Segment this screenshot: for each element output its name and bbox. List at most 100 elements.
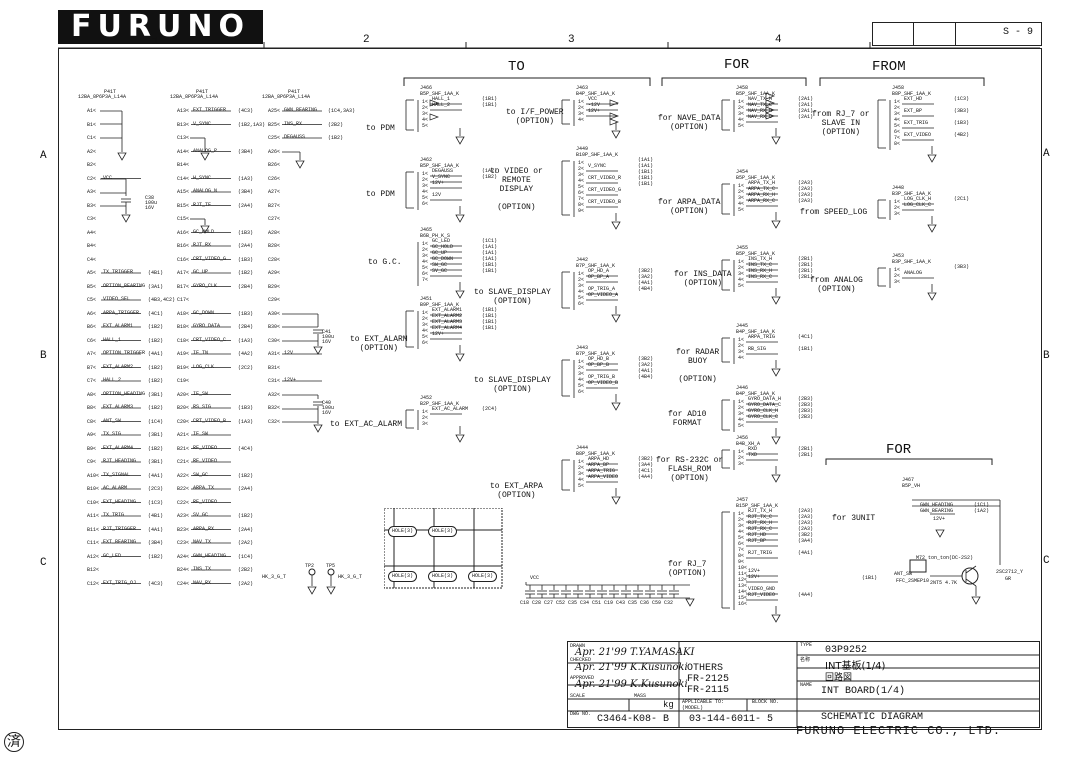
plug-pin: A21< — [177, 432, 190, 438]
ground-symbol — [611, 496, 621, 505]
pin-dest: (3A2) — [638, 274, 654, 280]
pin-dest: (1A1) — [482, 256, 498, 262]
pin-signal: ARPA_TX — [193, 485, 215, 491]
plug-pin: C2< — [87, 175, 97, 182]
pin-signal: RJT_HEADING — [103, 458, 137, 464]
plug-pin: C28< — [268, 256, 281, 263]
pin-number: 3< — [894, 211, 901, 217]
pin-dest: (1B2) — [148, 324, 164, 330]
pin-dest: (4B4) — [638, 286, 654, 292]
pin-number: 3< — [422, 421, 429, 427]
pin-signal: EXT_HD — [904, 96, 923, 102]
plug-pin: A19< — [177, 351, 190, 357]
pin-number: 1< — [578, 359, 585, 365]
signal-arrow — [609, 99, 619, 107]
plug-pin: A22< — [177, 472, 190, 479]
pin-dest: (1B2) — [148, 364, 164, 371]
pin-dest: (4B1) — [148, 270, 164, 276]
plug-pin: A2< — [87, 148, 97, 155]
pin-number: 3< — [738, 111, 745, 117]
group-label: to EXT_ARPA (OPTION) — [490, 482, 543, 500]
pin-signal: LOG_CLK — [193, 363, 215, 370]
pin-dest: (4C4) — [238, 445, 254, 452]
ground-symbol — [611, 314, 621, 323]
pin-number: 4< — [738, 529, 745, 535]
pin-dest: (3B4) — [238, 189, 254, 195]
plug-pin: B12< — [87, 567, 100, 573]
ground-symbol — [295, 160, 305, 169]
pin-signal: EXT_BEARING — [103, 539, 137, 545]
plug-pin: C8< — [87, 418, 97, 425]
pin-number: 7< — [578, 196, 585, 202]
pin-dest: (1B1) — [482, 102, 498, 108]
pin-number: 2< — [422, 177, 429, 183]
pin-dest: (4C1) — [798, 334, 814, 340]
pin-signal: OP_HD_B — [588, 356, 610, 362]
pin-signal: HALL_1 — [432, 96, 451, 102]
wire — [965, 565, 977, 574]
scale-label: SCALE — [570, 693, 586, 699]
pin-signal: EXT_ALARM4 — [103, 444, 134, 451]
pin-number: 5< — [422, 334, 429, 340]
pin-number: 8< — [894, 141, 901, 147]
signal-arrow — [765, 106, 775, 114]
pin-dest: (1A1) — [482, 250, 498, 256]
pin-number: 5< — [738, 283, 745, 289]
pin-dest: (1C4) — [238, 553, 254, 560]
signal-arrow — [765, 112, 775, 120]
pin-dest: (2A2) — [238, 540, 254, 546]
pin-number: 4< — [894, 117, 901, 123]
plug-pin: A20< — [177, 391, 190, 398]
pin-signal: EXT_ALARM2 — [432, 313, 463, 319]
pin-number: 4< — [578, 117, 585, 123]
sheet-number: S - 9 — [1002, 27, 1033, 38]
pin-dest: (2A4) — [238, 486, 254, 492]
pin-signal: INS_TX — [193, 566, 212, 572]
ground-symbol — [771, 614, 781, 623]
pin-number: 3< — [738, 411, 745, 417]
row-letter-b: B — [40, 350, 47, 362]
pin-dest: (3A1) — [148, 283, 164, 290]
pin-signal: RF_VIDEO — [193, 458, 218, 464]
pin-dest: (4A1) — [798, 550, 814, 556]
pin-signal: 12V+ — [432, 180, 445, 186]
pin-signal: NAV_RX_C — [748, 114, 773, 120]
connector-type: B7P_SHF_1AA_K — [576, 263, 616, 269]
row-letter-c-right: C — [1043, 555, 1050, 567]
pin-dest: (1A3) — [238, 175, 254, 182]
group-label: for RS-232C or FLASH_ROM (OPTION) — [656, 456, 724, 483]
pin-signal: ANALOG — [904, 270, 923, 276]
pin-signal: RJT_RX — [193, 242, 212, 248]
pin-number: 1< — [738, 337, 745, 343]
pin-signal: CRT_VIDEO_C — [193, 336, 227, 343]
pin-signal: SW_GC — [432, 262, 448, 268]
pin-dest: (2A2) — [238, 580, 254, 587]
pin-signal: EXT_VIDEO — [904, 132, 932, 138]
pin-signal: ANALOG_N — [193, 188, 218, 194]
pin-dest: (1B1) — [798, 346, 814, 352]
row-letter-a: A — [40, 150, 47, 162]
connector-type: B9P_SHF_1AA_K — [420, 302, 460, 308]
pin-dest: (1B1) — [482, 319, 498, 325]
pin-signal: DEGAUSS — [284, 134, 306, 140]
connector-type: B5P_VH — [902, 483, 921, 489]
checked-label: CHECKED — [570, 657, 592, 663]
pin-dest: (1B1) — [482, 262, 498, 268]
pin-signal: GC_DOWN — [193, 309, 215, 316]
pin-signal: EXT_BP — [904, 108, 923, 114]
pin-dest: (1B3) — [238, 229, 254, 236]
pin-dest: (1A2) — [974, 508, 990, 514]
group-label: from SPEED_LOG — [800, 208, 868, 217]
pin-number: 2< — [894, 205, 901, 211]
pin-dest: (3A4) — [638, 462, 654, 468]
pin-signal: INS_RX — [284, 120, 303, 127]
pin-number: 5< — [422, 123, 429, 129]
pin-dest: (4C3) — [148, 580, 164, 587]
pin-dest: (1C4) — [148, 418, 164, 425]
pin-number: 14< — [738, 589, 748, 595]
pin-number: 5< — [738, 123, 745, 129]
pin-dest: (4B1) — [148, 513, 164, 519]
ground-symbol — [771, 474, 781, 483]
pin-number: 2< — [422, 247, 429, 253]
pin-signal: 12V — [432, 192, 442, 198]
